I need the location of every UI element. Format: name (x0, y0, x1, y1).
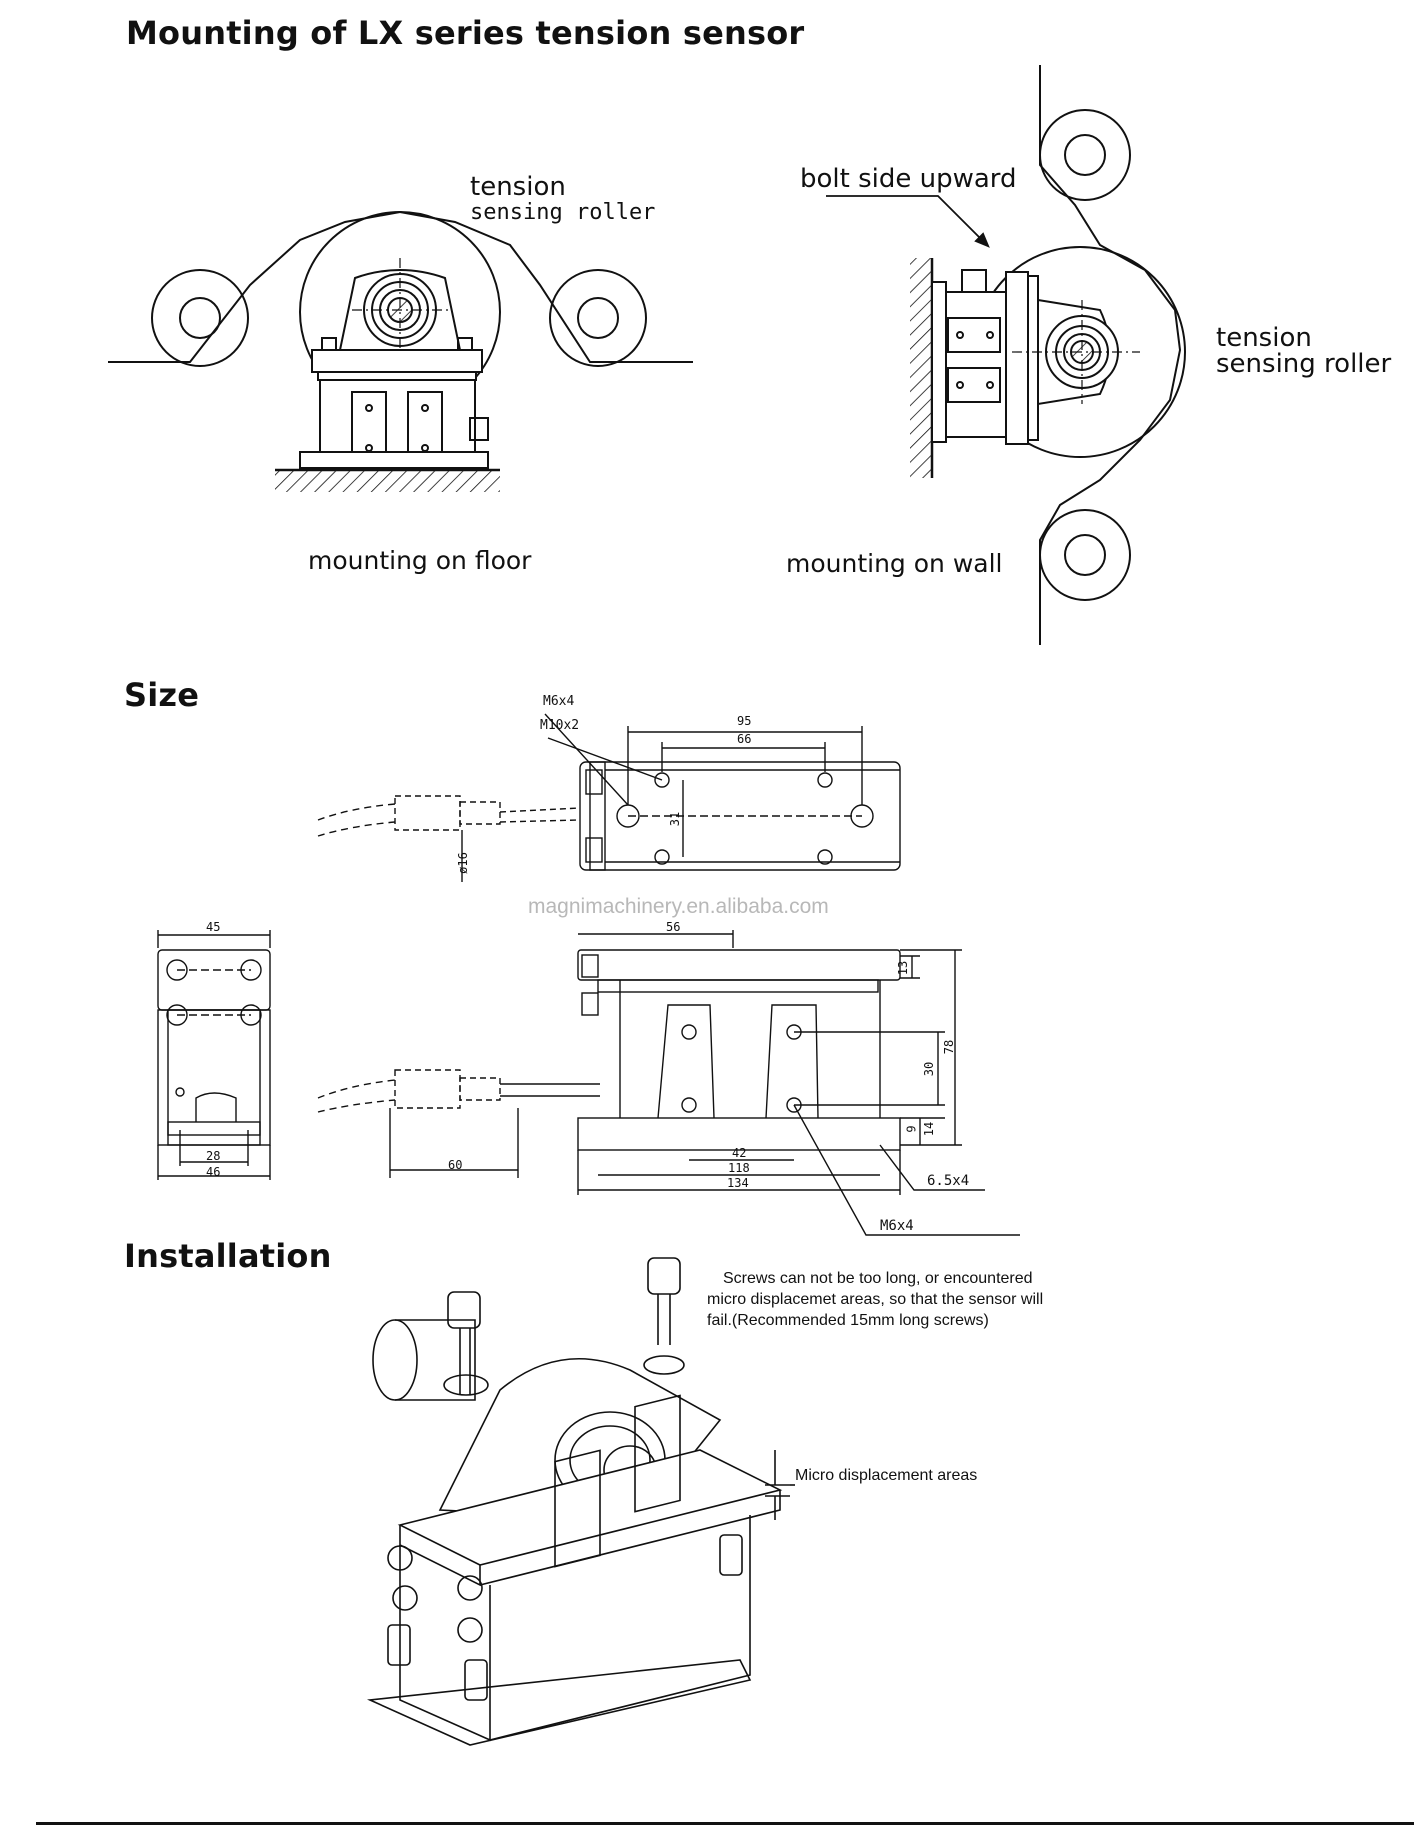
dim-66: 66 (737, 732, 752, 746)
micro-displacement-label: Micro displacement areas (795, 1467, 978, 1484)
size-side-view (157, 930, 271, 1180)
wall-mount-diagram (826, 65, 1186, 645)
dim-9: 9 (904, 1125, 919, 1133)
watermark: magnimachinery.en.alibaba.com (528, 895, 829, 918)
dim-46: 46 (206, 1165, 221, 1179)
dim-28: 28 (206, 1149, 221, 1163)
mounting-section-title: Mounting of LX series tension sensor (126, 14, 805, 52)
wall-top-roller (1039, 109, 1131, 201)
screw-note: Screws can not be too long, or encounter… (707, 1268, 1043, 1331)
dim-118: 118 (728, 1161, 750, 1175)
dim-31: 31 (668, 811, 683, 827)
dim-78: 78 (942, 1039, 957, 1055)
size-section-title: Size (124, 676, 200, 714)
floor-roller-label: tension sensing roller (470, 173, 655, 225)
screw-note-line2: micro displacemet areas, so that the sen… (707, 1291, 1044, 1308)
wall-bottom-roller (1039, 509, 1131, 601)
dim-14: 14 (922, 1121, 937, 1137)
dim-95: 95 (737, 714, 752, 728)
size-top-view (317, 713, 901, 882)
dim-60: 60 (448, 1158, 463, 1172)
wall-roller-label-line1: tension (1216, 323, 1312, 353)
wall-caption: mounting on wall (786, 549, 1003, 578)
dim-56: 56 (666, 920, 681, 934)
floor-mount-diagram (108, 210, 693, 492)
dim-45: 45 (206, 920, 221, 934)
thread-label-m6x4-top: M6x4 (543, 694, 575, 709)
floor-roller-label-line2: sensing roller (470, 200, 656, 225)
right-roller (549, 269, 647, 367)
dim-dia16: ø16 (455, 852, 470, 874)
bottom-rule (36, 1822, 1414, 1825)
installation-section-title: Installation (124, 1237, 332, 1275)
hole-label-6-5x4: 6.5x4 (927, 1173, 970, 1189)
dim-30: 30 (922, 1061, 937, 1077)
wall-roller-label-line2: sensing roller (1216, 349, 1392, 379)
dim-13: 13 (896, 960, 911, 976)
thread-label-m10x2: M10x2 (540, 718, 580, 733)
floor-roller-label-line1: tension (470, 172, 566, 202)
thread-label-m6x4-front: M6x4 (880, 1218, 914, 1234)
installation-diagram (366, 1257, 795, 1746)
wall-bolt-label: bolt side upward (800, 164, 1017, 194)
wall-roller-label: tension sensing roller (1216, 325, 1391, 377)
dim-134: 134 (727, 1176, 749, 1190)
left-roller (151, 269, 249, 367)
dim-42: 42 (732, 1146, 747, 1160)
screw-note-line3: fail.(Recommended 15mm long screws) (707, 1312, 989, 1329)
size-front-view (317, 930, 1020, 1236)
screw-note-line1: Screws can not be too long, or encounter… (723, 1270, 1033, 1287)
floor-caption: mounting on floor (308, 546, 532, 575)
